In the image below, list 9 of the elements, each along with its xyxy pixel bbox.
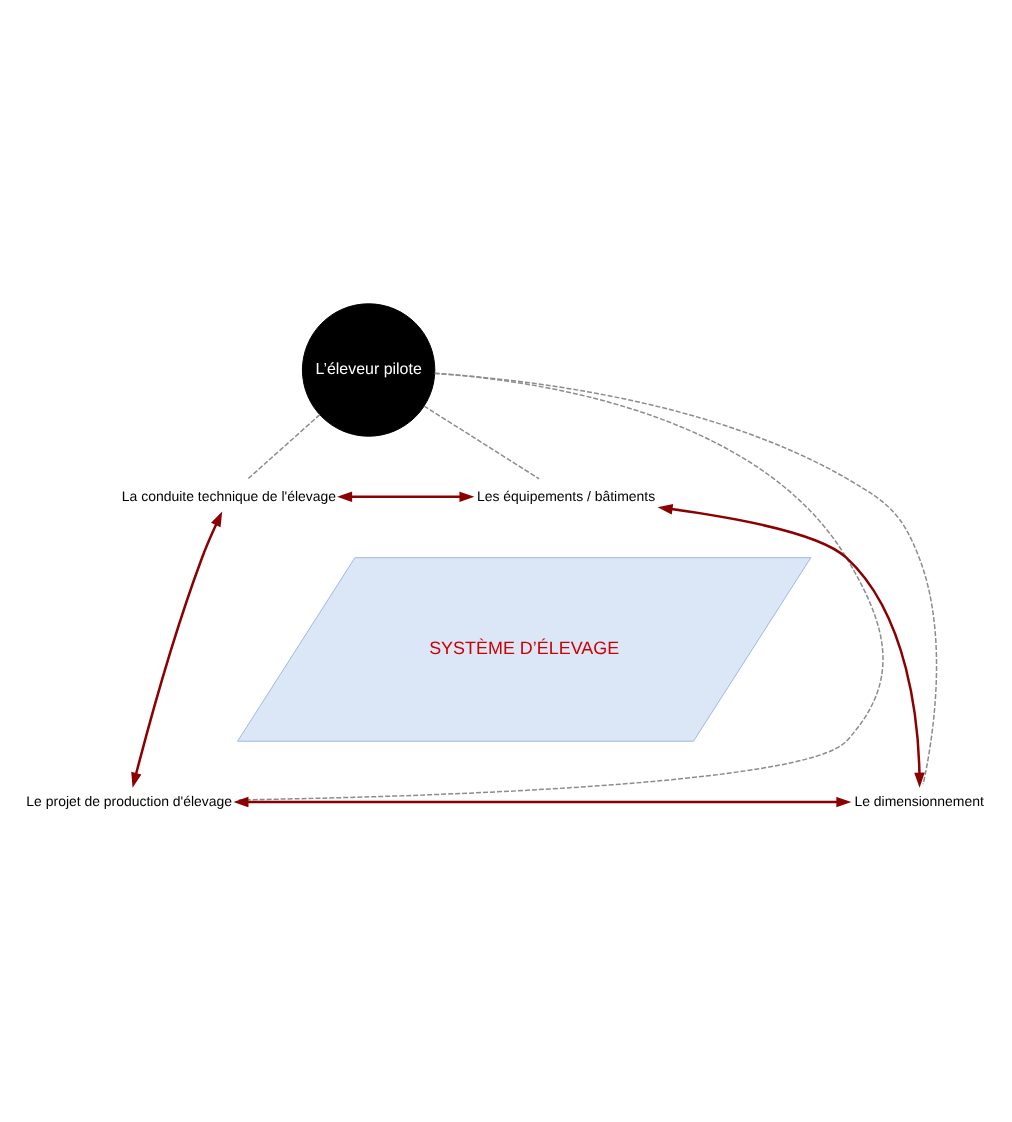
connector bbox=[236, 371, 884, 800]
arrow bbox=[657, 503, 925, 787]
arrow bbox=[337, 490, 475, 502]
connector bbox=[423, 404, 540, 479]
arrow bbox=[131, 510, 223, 787]
node-circle: L’éleveur pilote bbox=[301, 302, 436, 436]
arrow bbox=[233, 795, 852, 807]
connector bbox=[433, 371, 938, 784]
connector bbox=[247, 412, 321, 479]
